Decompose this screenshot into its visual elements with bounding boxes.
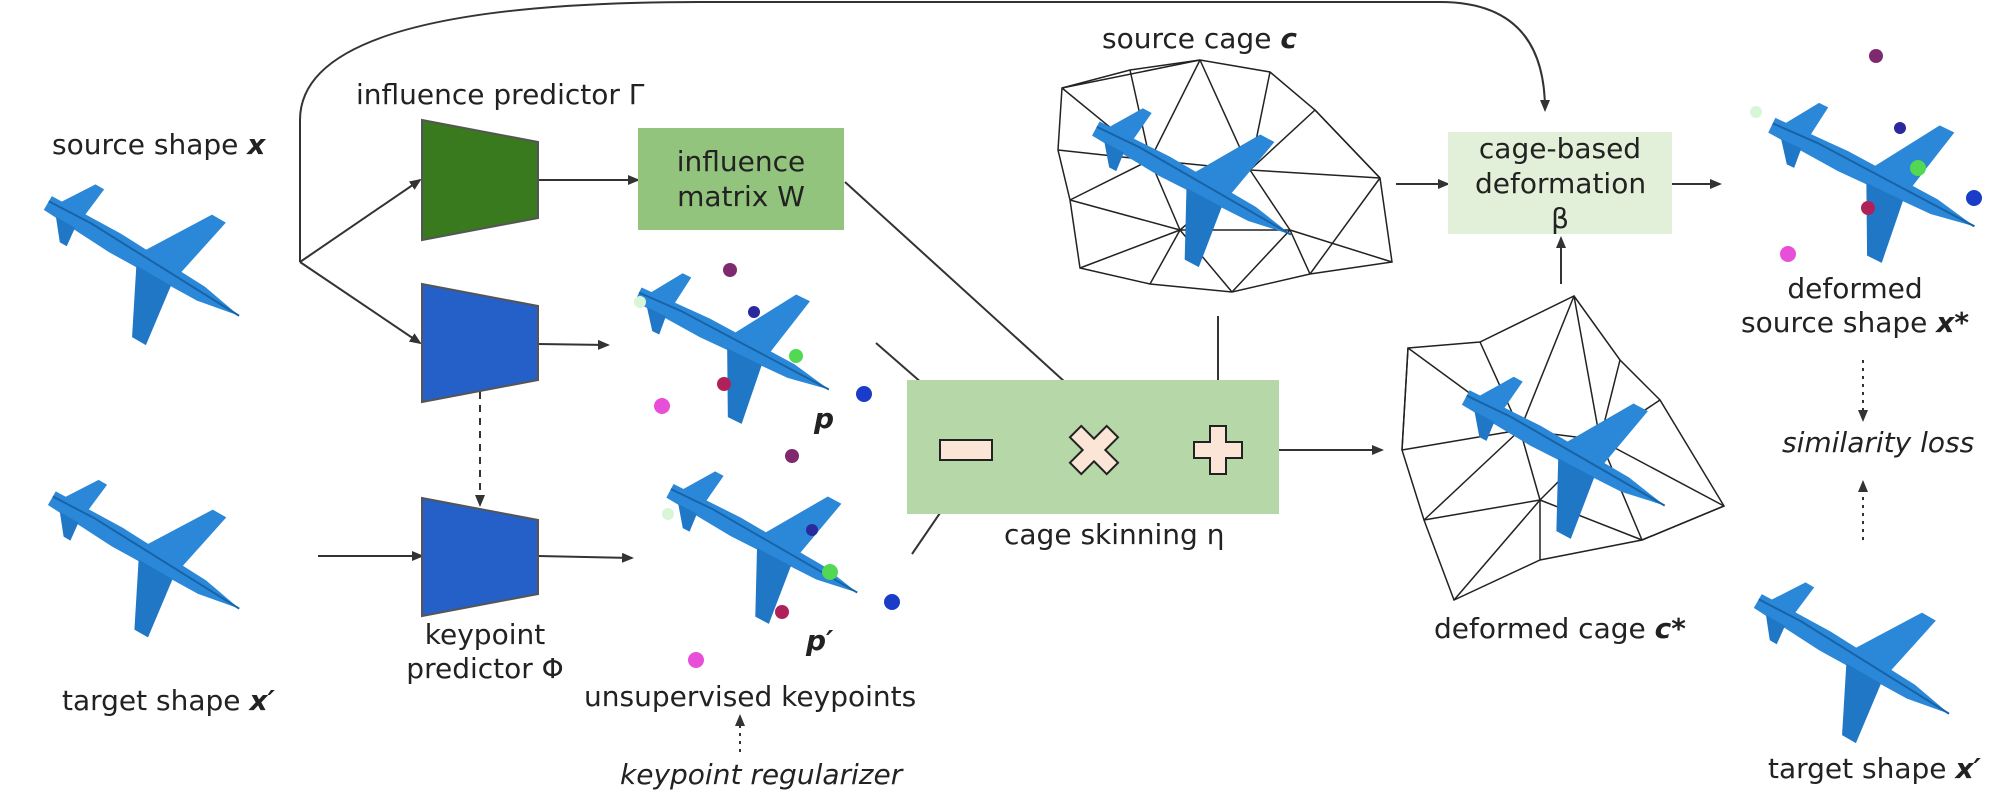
arrow-to-influence-net xyxy=(299,178,422,263)
keypoints-p-prime-airplane xyxy=(635,428,892,655)
arrow-to-keypoints-p xyxy=(537,339,610,350)
target-shape-right-label: target shape x′ xyxy=(1768,752,1981,786)
deformed-source-shape-label: deformed source shape x* xyxy=(1720,272,1990,339)
influence-matrix-label: influence matrix W xyxy=(676,145,806,213)
target-shape-right-var: x′ xyxy=(1955,752,1981,785)
source-cage-airplane xyxy=(1060,64,1327,300)
source-shape-label: source shape x xyxy=(52,128,265,162)
source-shape-text: source shape xyxy=(52,128,239,161)
target-shape-left-text: target shape xyxy=(62,684,241,717)
deformed-source-airplane xyxy=(1737,58,2009,294)
deformed-cage-text: deformed cage xyxy=(1434,612,1646,645)
deformed-cage-var: c* xyxy=(1654,612,1686,645)
source-cage-var: c xyxy=(1280,22,1297,55)
source-shape-var: x xyxy=(247,128,266,161)
target-shape-left-label: target shape x′ xyxy=(62,684,275,718)
target-shape-left-var: x′ xyxy=(249,684,275,717)
keypoints-p-dots xyxy=(634,263,872,414)
similarity-loss-label: similarity loss xyxy=(1782,426,1975,459)
deformed-source-dots xyxy=(1750,49,1982,262)
target-shape-right-text: target shape xyxy=(1768,752,1947,785)
cage-skinning-label: cage skinning η xyxy=(1004,518,1225,551)
keypoint-predictor-network-top xyxy=(421,282,539,404)
arrow-to-keypoints-p-prime xyxy=(537,552,634,563)
influence-matrix-box: influence matrix W xyxy=(638,128,844,230)
p-label: p xyxy=(814,402,835,435)
keypoint-predictor-network-bottom xyxy=(421,496,539,618)
unsupervised-keypoints-label: unsupervised keypoints xyxy=(584,680,917,713)
source-cage-text: source cage xyxy=(1102,22,1272,55)
keypoints-p-prime-dots xyxy=(662,449,900,668)
deformed-source-line2: source shape x* xyxy=(1720,306,1990,340)
source-cage-label: source cage c xyxy=(1102,22,1297,56)
skip-connection-arrow xyxy=(299,0,1550,262)
arrow-to-keypoint-net-top xyxy=(299,261,422,345)
influence-predictor-label: influence predictor Γ xyxy=(356,78,645,111)
deformed-cage-airplane xyxy=(1429,331,1702,572)
cage-based-deformation-label: cage-based deformation β xyxy=(1475,131,1647,235)
keypoint-predictor-label: keypoint predictor Φ xyxy=(406,618,564,685)
influence-predictor-network xyxy=(421,118,539,242)
deformed-source-line1: deformed xyxy=(1787,272,1923,305)
deformed-source-text: source shape xyxy=(1741,305,1928,339)
multiply-op-icon xyxy=(1068,424,1120,476)
cage-based-deformation-box: cage-based deformation β xyxy=(1448,131,1672,235)
plus-op-icon xyxy=(1193,425,1243,475)
source-shape-airplane xyxy=(9,139,278,380)
p-prime-label: p′ xyxy=(806,624,834,657)
deformed-source-var: x* xyxy=(1936,305,1969,339)
keypoint-regularizer-label: keypoint regularizer xyxy=(620,758,903,791)
minus-op-icon xyxy=(939,439,993,461)
target-shape-airplane-right xyxy=(1719,537,1988,778)
target-shape-airplane-left xyxy=(14,436,277,671)
deformed-cage-label: deformed cage c* xyxy=(1434,612,1686,646)
arrow-matrix-to-multiply xyxy=(844,181,1090,405)
